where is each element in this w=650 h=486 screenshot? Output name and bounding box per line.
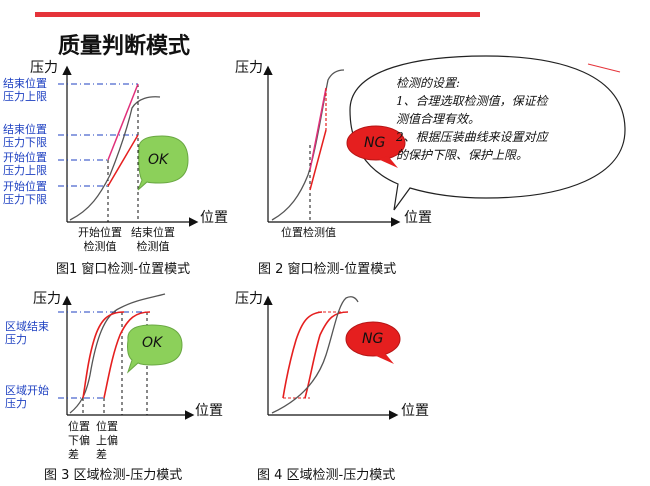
callout-accent [587,63,621,73]
fig3-lower-bound [82,311,125,399]
fig4-press-curve [271,296,359,414]
fig4-ng-text: NG [362,331,384,347]
fig1-y-label: 压力 [30,60,58,76]
fig1-end-upper-label: 结束位置压力上限 [3,77,47,103]
fig1-graph [58,65,199,227]
fig3-zone-start-label: 区域开始压力 [5,384,49,410]
fig3-x-label: 位置 [195,403,223,419]
fig3-caption: 图 3 区域检测-压力模式 [44,468,183,483]
fig2-caption: 图 2 窗口检测-位置模式 [258,262,397,277]
fig2-check-label: 位置检测值 [281,226,336,239]
fig4-graph [263,295,401,420]
fig4-caption: 图 4 区域检测-压力模式 [257,468,396,483]
fig1-upper-limit-line [107,83,139,161]
fig1-start-upper-label: 开始位置压力上限 [3,151,47,177]
fig3-zone-end-label: 区域结束压力 [5,320,49,346]
fig2-press-curve [271,69,345,221]
fig4-ng-tail [374,352,394,364]
fig3-ok-bubble [126,324,183,374]
page-title: 质量判断模式 [58,34,191,59]
fig4-ng-bubble [345,321,401,357]
top-accent-bar [35,12,480,17]
fig1-end-lower-label: 结束位置压力下限 [3,123,47,149]
fig3-upper-bound [103,311,151,399]
fig4-y-label: 压力 [235,291,263,307]
fig1-caption: 图1 窗口检测-位置模式 [56,262,191,277]
fig3-y-label: 压力 [33,291,61,307]
fig4-upper-bound [304,311,349,399]
fig3-ok-text: OK [142,335,163,351]
fig2-ng-tail [378,156,398,168]
fig2-upper-line [309,87,327,171]
fig1-start-lower-label: 开始位置压力下限 [3,180,47,206]
fig1-start-check-label: 开始位置检测值 [78,226,122,253]
fig2-x-label: 位置 [404,210,432,226]
fig4-x-label: 位置 [401,403,429,419]
fig1-end-check-label: 结束位置检测值 [131,226,175,253]
fig1-press-curve [69,96,161,221]
fig3-pos-up-label: 位置上偏差 [96,420,118,461]
fig1-ok-bubble [137,135,189,191]
fig4-lower-bound [282,311,323,399]
fig2-ng-text: NG [364,135,386,151]
fig1-ok-text: OK [148,152,169,168]
fig3-pos-low-label: 位置下偏差 [68,420,90,461]
fig3-graph [58,293,195,420]
fig2-y-label: 压力 [235,60,263,76]
callout-text: 检测的设置: 1、合理选取检测值，保证检 测值合理有效。 2、根据压装曲线来设置… [396,76,548,162]
fig1-lower-limit-line [107,134,139,187]
fig2-graph [263,65,401,227]
callout-bubble [349,55,626,211]
fig2-lower-line [309,129,327,191]
fig2-ng-bubble [346,125,406,161]
fig1-x-label: 位置 [200,210,228,226]
